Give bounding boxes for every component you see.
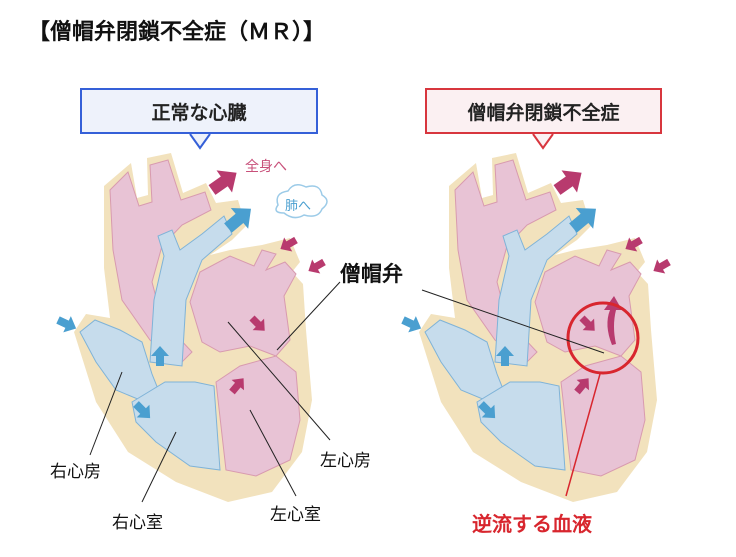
regurgitation-arrow <box>604 296 622 345</box>
mr-heart <box>399 153 673 502</box>
mr-box-pointer <box>532 133 554 150</box>
right-atrium-label: 右心房 <box>50 462 101 482</box>
mitral-valve-highlight-circle <box>566 301 640 375</box>
to-lungs-label: 肺へ <box>285 199 312 214</box>
lungs-cloud <box>275 184 328 219</box>
left-atrium-label: 左心房 <box>320 451 371 471</box>
regurgitation-leader-line <box>565 373 601 497</box>
normal-heart-label-box: 正常な心臓 <box>80 88 318 134</box>
regurgitation-label: 逆流する血液 <box>472 512 592 536</box>
left-ventricle-label: 左心室 <box>270 505 321 525</box>
to-body-label: 全身へ <box>245 159 287 175</box>
page-title: 【僧帽弁閉鎖不全症（ＭＲ）】 <box>28 20 326 45</box>
mitral-valve-label: 僧帽弁 <box>340 262 403 286</box>
right-ventricle-label: 右心室 <box>112 513 163 533</box>
leader-lines <box>89 281 605 503</box>
mr-heart-label-box: 僧帽弁閉鎖不全症 <box>425 88 662 134</box>
normal-box-pointer <box>189 133 211 150</box>
